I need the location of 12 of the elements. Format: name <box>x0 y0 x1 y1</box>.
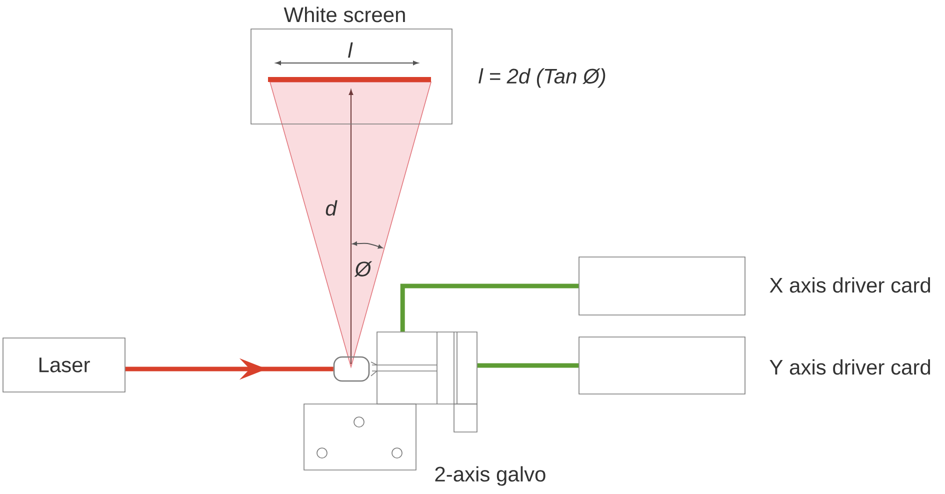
card-label: X axis driver card <box>770 277 930 293</box>
box-title: White screen <box>284 6 405 22</box>
formula: l = 2d (Tan Ø) <box>478 68 606 88</box>
wire <box>477 363 579 368</box>
laser-box: Laser <box>2 338 126 392</box>
wire <box>400 284 579 332</box>
dimension-label: l <box>348 42 353 58</box>
galvo-caption: 2-axis galvo <box>435 466 546 486</box>
dimension-label: d <box>326 200 338 216</box>
card-label: Y axis driver card <box>770 359 930 375</box>
mirror <box>333 356 370 382</box>
angle-label: Ø <box>354 261 372 277</box>
